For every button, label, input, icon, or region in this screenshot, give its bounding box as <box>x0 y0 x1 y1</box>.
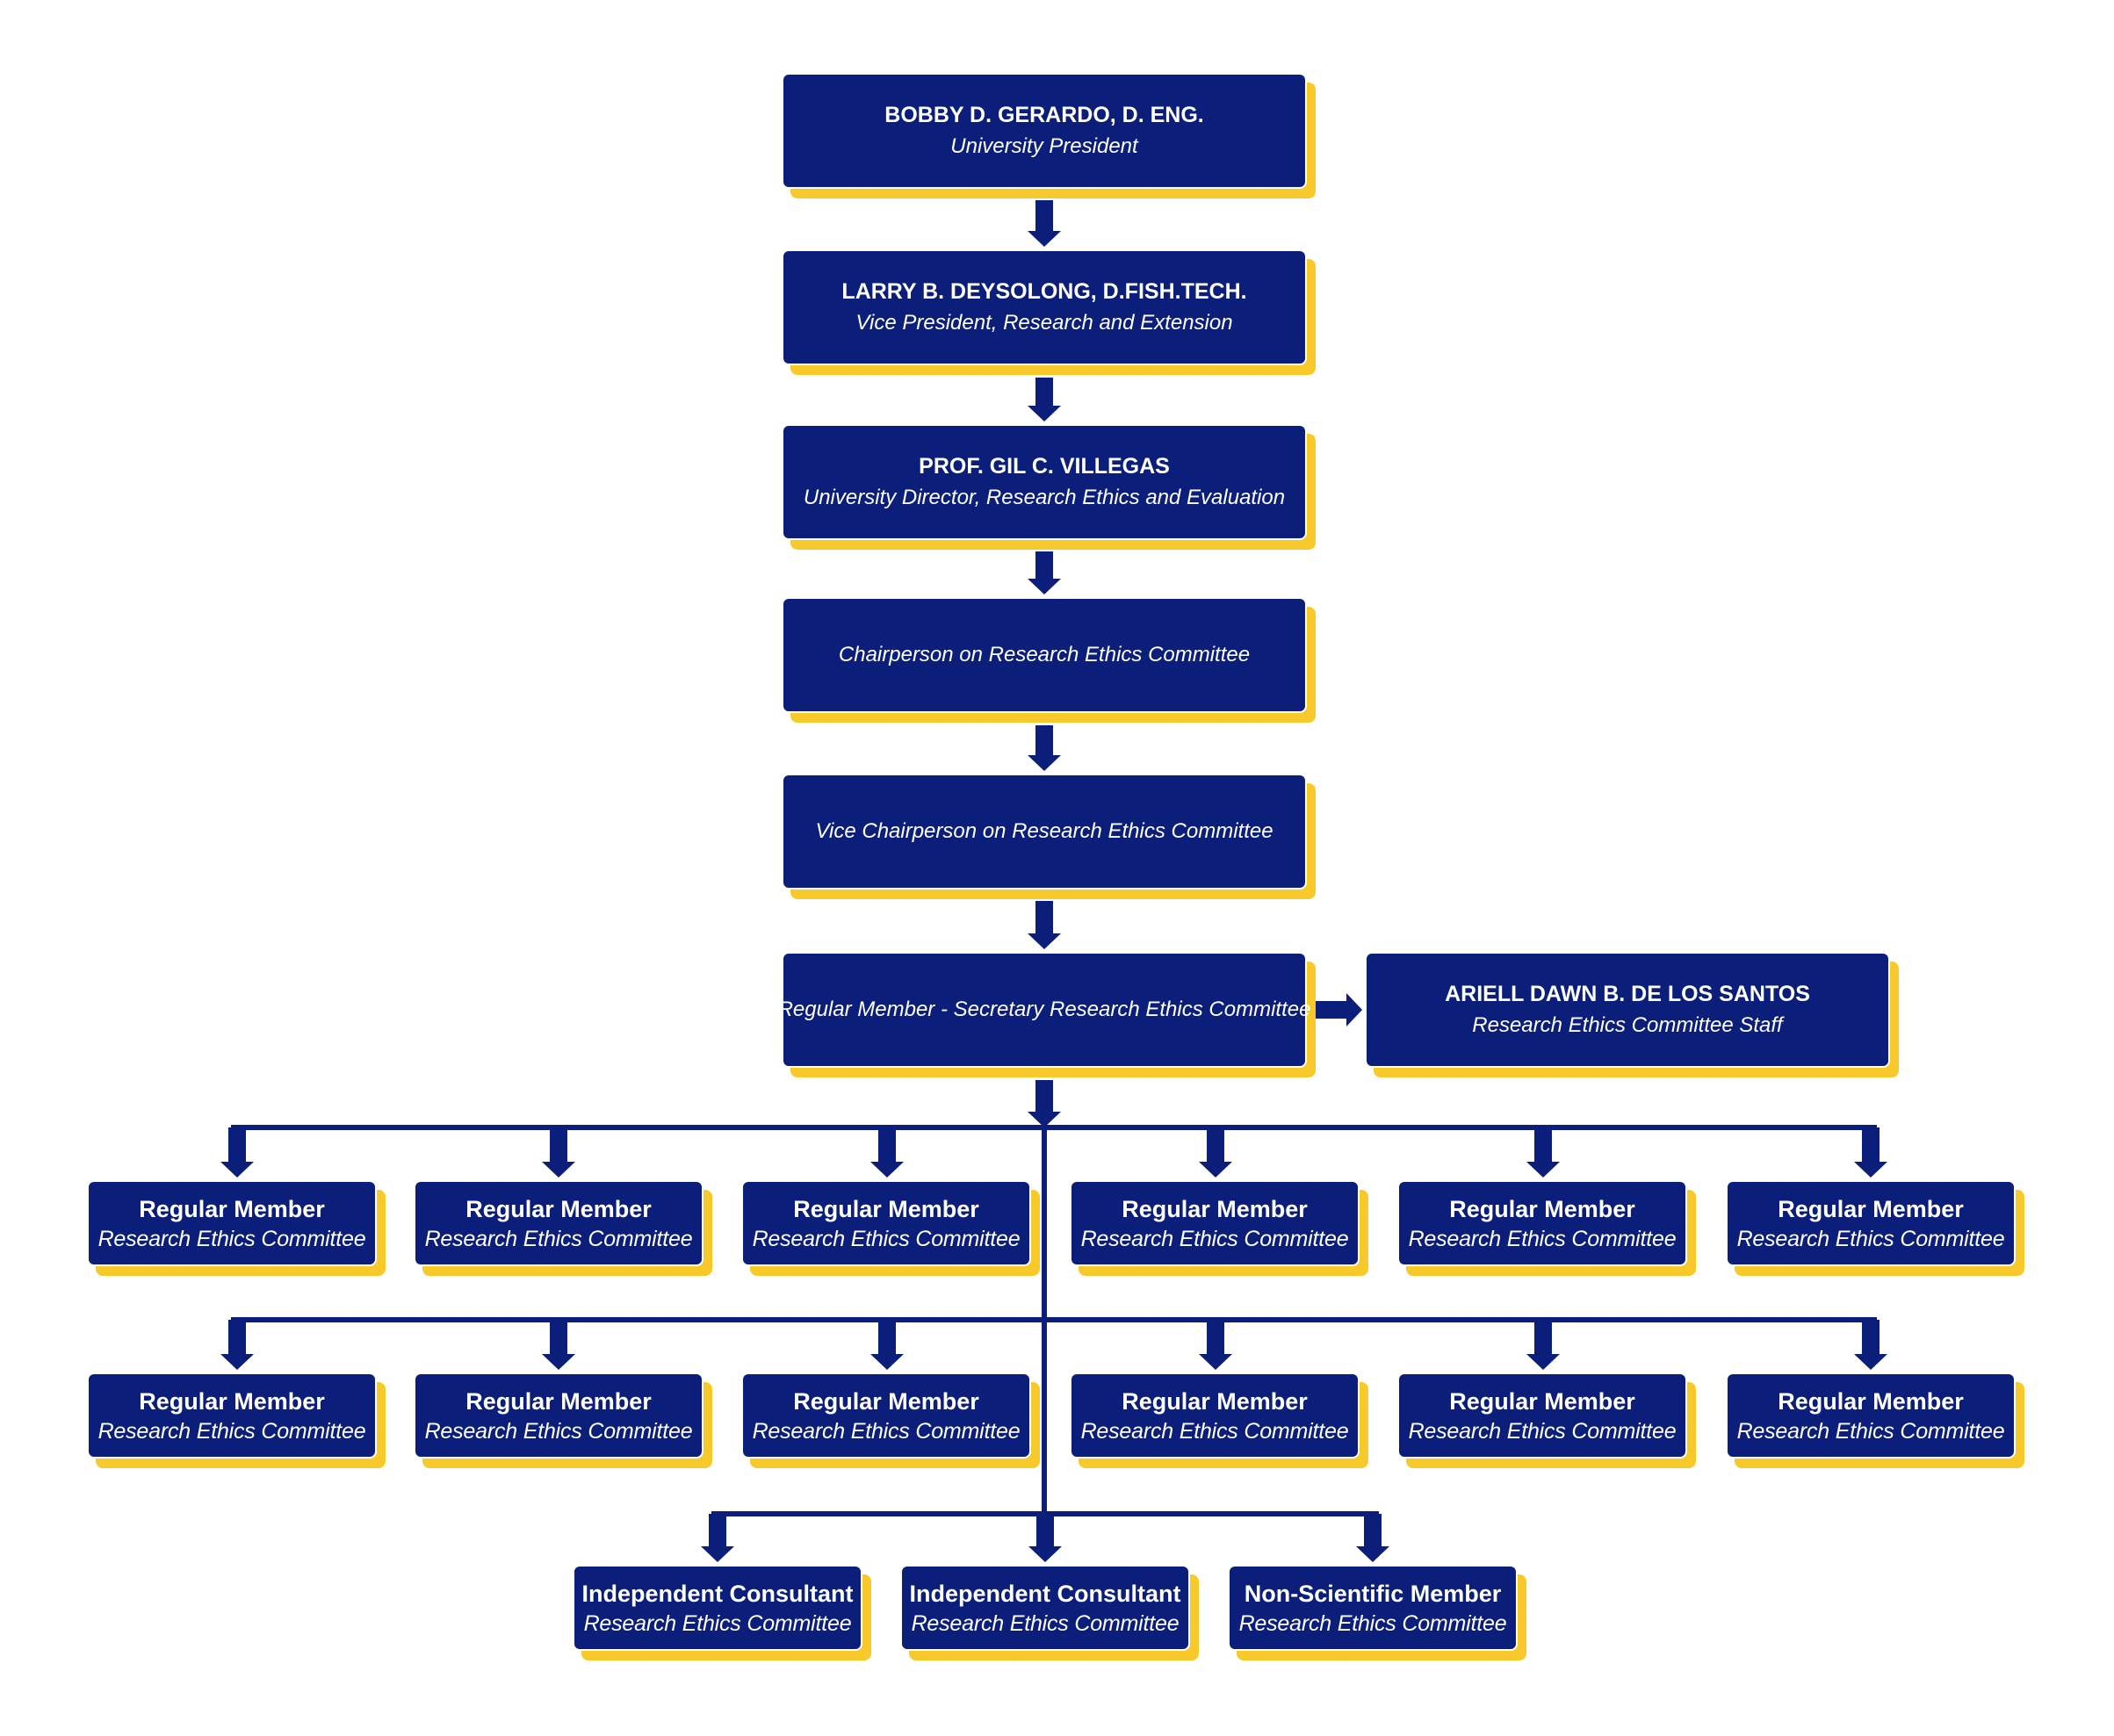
chart-node-university-president: BOBBY D. GERARDO, D. ENG. University Pre… <box>782 73 1307 189</box>
down-arrow-connector <box>1028 725 1061 771</box>
chart-node-regular-member: Regular Member Research Ethics Committee <box>414 1372 703 1459</box>
node-role: Vice President, Research and Extension <box>855 311 1233 335</box>
node-name: Regular Member <box>1122 1195 1308 1222</box>
node-role: Research Ethics Committee <box>424 1226 693 1251</box>
node-role: Research Ethics Committee <box>1408 1418 1677 1444</box>
down-arrow-connector <box>1356 1514 1389 1562</box>
node-name: Regular Member <box>1449 1195 1635 1222</box>
node-name: ARIELL DAWN B. DE LOS SANTOS <box>1445 982 1810 1006</box>
node-role: Research Ethics Committee <box>752 1226 1021 1251</box>
chart-node-secretary: Regular Member - Secretary Research Ethi… <box>778 952 1310 1068</box>
node-name: Regular Member <box>465 1387 652 1415</box>
node-role: Research Ethics Committee <box>911 1610 1180 1636</box>
down-arrow-connector <box>1199 1127 1232 1178</box>
right-arrow-connector <box>1316 993 1362 1026</box>
node-role: Research Ethics Committee <box>1080 1226 1349 1251</box>
node-role: University Director, Research Ethics and… <box>803 486 1286 509</box>
down-arrow-connector <box>1028 551 1061 594</box>
node-name: Regular Member <box>793 1195 979 1222</box>
down-arrow-connector <box>1199 1320 1232 1370</box>
chart-node-vice-chairperson: Vice Chairperson on Research Ethics Comm… <box>782 774 1307 890</box>
chart-node-regular-member: Regular Member Research Ethics Committee <box>87 1372 377 1459</box>
down-arrow-connector <box>701 1514 734 1562</box>
node-role: Research Ethics Committee Staff <box>1472 1013 1783 1037</box>
chart-node-vice-president: LARRY B. DEYSOLONG, D.FISH.TECH. Vice Pr… <box>782 249 1307 365</box>
down-arrow-connector <box>870 1127 904 1178</box>
down-arrow-connector <box>1526 1320 1560 1370</box>
node-name: Regular Member <box>465 1195 652 1222</box>
node-role: Vice Chairperson on Research Ethics Comm… <box>815 819 1273 843</box>
node-role: Research Ethics Committee <box>1238 1610 1507 1636</box>
chart-node-independent-consultant: Independent Consultant Research Ethics C… <box>573 1565 862 1651</box>
down-arrow-connector <box>542 1320 575 1370</box>
node-role: Research Ethics Committee <box>97 1418 366 1444</box>
node-role: Research Ethics Committee <box>97 1226 366 1251</box>
node-role: Research Ethics Committee <box>752 1418 1021 1444</box>
down-arrow-connector <box>1028 378 1061 421</box>
node-role: Research Ethics Committee <box>1080 1418 1349 1444</box>
chart-node-non-scientific-member: Non-Scientific Member Research Ethics Co… <box>1228 1565 1518 1651</box>
node-name: PROF. GIL C. VILLEGAS <box>919 454 1170 479</box>
chart-node-regular-member: Regular Member Research Ethics Committee <box>1070 1372 1360 1459</box>
node-name: Regular Member <box>1778 1195 1964 1222</box>
node-role: Research Ethics Committee <box>424 1418 693 1444</box>
node-role: Research Ethics Committee <box>583 1610 852 1636</box>
chart-node-committee-staff: ARIELL DAWN B. DE LOS SANTOS Research Et… <box>1365 952 1890 1068</box>
down-arrow-connector <box>1028 901 1061 949</box>
node-role: Research Ethics Committee <box>1408 1226 1677 1251</box>
chart-node-regular-member: Regular Member Research Ethics Committee <box>414 1180 703 1266</box>
node-name: Regular Member <box>1778 1387 1964 1415</box>
node-name: Independent Consultant <box>909 1580 1181 1607</box>
node-name: BOBBY D. GERARDO, D. ENG. <box>884 103 1204 127</box>
chart-node-regular-member: Regular Member Research Ethics Committee <box>741 1180 1031 1266</box>
down-arrow-connector <box>1854 1320 1887 1370</box>
chart-node-regular-member: Regular Member Research Ethics Committee <box>1397 1180 1687 1266</box>
node-name: Regular Member <box>1449 1387 1635 1415</box>
down-arrow-connector <box>1028 1514 1062 1562</box>
node-role: Research Ethics Committee <box>1736 1226 2005 1251</box>
down-arrow-connector <box>1028 200 1061 247</box>
chart-node-regular-member: Regular Member Research Ethics Committee <box>741 1372 1031 1459</box>
chart-node-university-director: PROF. GIL C. VILLEGAS University Directo… <box>782 424 1307 540</box>
node-role: Research Ethics Committee <box>1736 1418 2005 1444</box>
chart-node-regular-member: Regular Member Research Ethics Committee <box>1397 1372 1687 1459</box>
node-name: Non-Scientific Member <box>1244 1580 1502 1607</box>
down-arrow-connector <box>870 1320 904 1370</box>
node-name: Regular Member <box>1122 1387 1308 1415</box>
node-role: Chairperson on Research Ethics Committee <box>838 643 1251 666</box>
down-arrow-connector <box>1028 1080 1061 1127</box>
down-arrow-connector <box>220 1127 254 1178</box>
chart-node-regular-member: Regular Member Research Ethics Committee <box>1726 1372 2016 1459</box>
chart-node-regular-member: Regular Member Research Ethics Committee <box>1070 1180 1360 1266</box>
chart-node-independent-consultant: Independent Consultant Research Ethics C… <box>900 1565 1190 1651</box>
chart-node-regular-member: Regular Member Research Ethics Committee <box>87 1180 377 1266</box>
node-name: Regular Member <box>139 1387 325 1415</box>
node-name: Independent Consultant <box>581 1580 854 1607</box>
node-name: Regular Member <box>139 1195 325 1222</box>
down-arrow-connector <box>220 1320 254 1370</box>
down-arrow-connector <box>1526 1127 1560 1178</box>
node-role: University President <box>950 134 1138 158</box>
chart-node-regular-member: Regular Member Research Ethics Committee <box>1726 1180 2016 1266</box>
node-name: Regular Member <box>793 1387 979 1415</box>
node-name: LARRY B. DEYSOLONG, D.FISH.TECH. <box>841 279 1247 304</box>
down-arrow-connector <box>542 1127 575 1178</box>
chart-node-chairperson: Chairperson on Research Ethics Committee <box>782 597 1307 713</box>
node-role: Regular Member - Secretary Research Ethi… <box>777 998 1311 1021</box>
down-arrow-connector <box>1854 1127 1887 1178</box>
